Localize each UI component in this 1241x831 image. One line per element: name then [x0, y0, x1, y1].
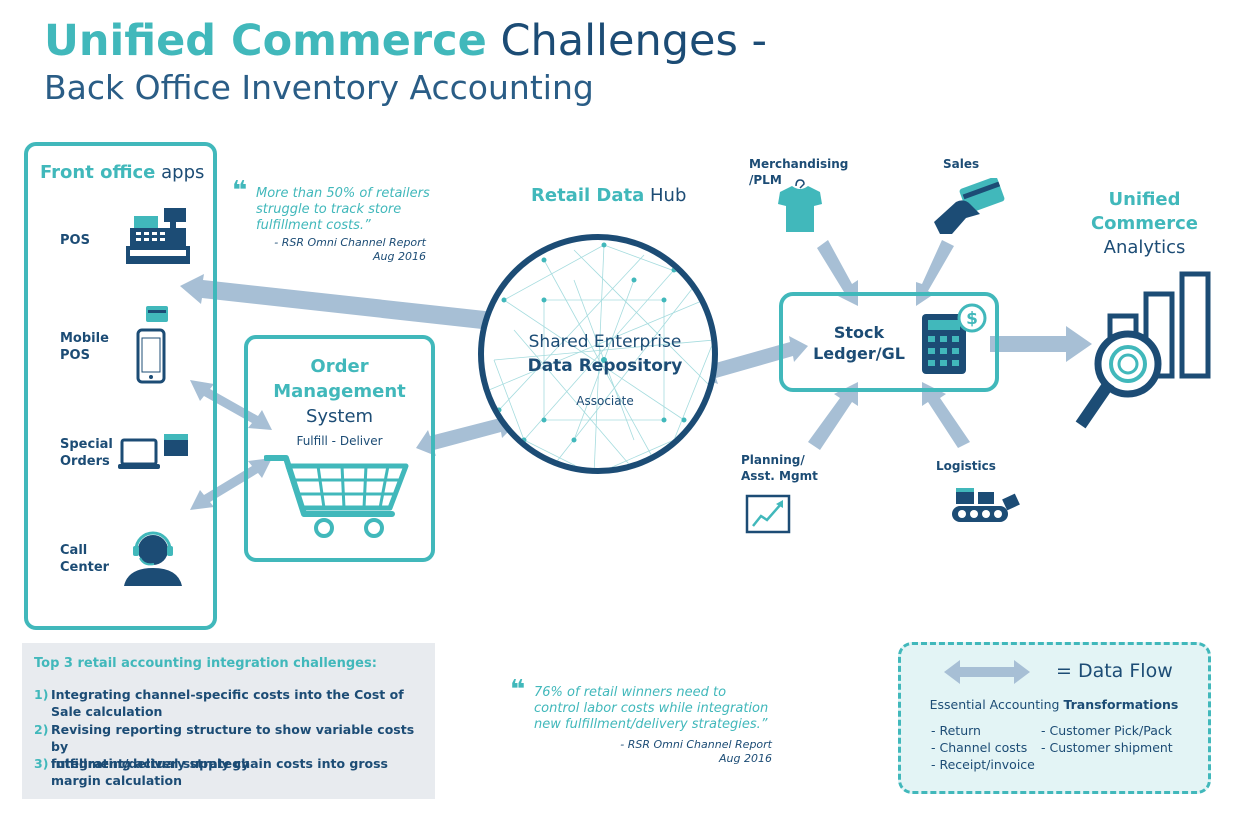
oms-line3: System	[305, 406, 374, 427]
hub-line2: Data Repository	[527, 356, 683, 376]
legend-item: - Customer shipment	[1041, 740, 1173, 755]
quote-top: ❝ More than 50% of retailers struggle to…	[232, 176, 432, 234]
quote-bottom-text: 76% of retail winners need to control la…	[534, 685, 769, 732]
growth-chart-icon	[745, 494, 791, 534]
oms-line1: Order	[310, 356, 369, 377]
arrow-pos-repository	[180, 274, 512, 336]
planning-label-line1: Planning/	[741, 453, 805, 467]
analytics-line3: Analytics	[1103, 237, 1186, 258]
arrow-oms-repository	[416, 412, 518, 456]
legend-item: - Return	[931, 723, 981, 738]
merch-label: Merchandising /PLM	[749, 156, 848, 188]
arrow-callcenter-oms	[190, 458, 272, 510]
app-label-special-orders: Special Orders	[60, 437, 113, 469]
arrow-merch-ledger	[817, 240, 858, 306]
quote-top-source: - RSR Omni Channel Report Aug 2016	[250, 236, 426, 264]
double-arrow-icon	[944, 660, 1030, 684]
merch-label-line2: /PLM	[749, 173, 782, 187]
challenge-item: 1) Integrating channel-specific costs in…	[34, 686, 429, 720]
front-office-title: Front office apps	[40, 162, 204, 183]
challenge-number: 2)	[34, 722, 49, 737]
quote-bottom-source-line2: Aug 2016	[719, 752, 772, 765]
quote-top-source-line2: Aug 2016	[373, 250, 426, 263]
hub-title-rest: Hub	[650, 185, 687, 206]
app-label-call-center: Call Center	[60, 543, 110, 575]
planning-label-line2: Asst. Mgmt	[741, 469, 818, 483]
challenge-item: 2) Revising reporting structure to show …	[34, 721, 429, 772]
logistics-label: Logistics	[936, 459, 996, 473]
challenge-text-line2: Sale calculation	[51, 704, 163, 719]
quote-top-source-line1: - RSR Omni Channel Report	[274, 236, 426, 249]
challenge-text-line1: Integrating actual supply chain costs in…	[51, 756, 388, 771]
credit-card-hand-icon	[934, 178, 1005, 234]
legend-essential: Essential Accounting Transformations	[904, 697, 1204, 712]
legend-essential-text: Essential Accounting	[929, 697, 1060, 712]
arrow-logistics-ledger	[922, 382, 970, 448]
analytics-line2: Commerce	[1090, 213, 1199, 234]
quote-bottom-source: - RSR Omni Channel Report Aug 2016	[560, 738, 772, 766]
quote-mark-icon: ❝	[510, 675, 526, 705]
app-label-pos: POS	[60, 233, 90, 248]
arrow-planning-ledger	[808, 382, 858, 450]
oms-line4: Fulfill - Deliver	[296, 434, 383, 448]
stock-ledger-box	[779, 292, 999, 392]
planning-label: Planning/ Asst. Mgmt	[741, 452, 818, 484]
order-management-box	[244, 335, 435, 562]
front-office-title-rest: apps	[161, 162, 205, 183]
hub-line1: Shared Enterprise	[528, 332, 682, 352]
hub-title: Retail Data Hub	[531, 185, 686, 206]
quote-top-text: More than 50% of retailers struggle to t…	[256, 186, 430, 233]
sales-label: Sales	[943, 157, 980, 171]
merch-label-line1: Merchandising	[749, 157, 849, 171]
analytics-magnifier-icon	[1075, 271, 1211, 429]
conveyor-boxes-icon	[952, 488, 1020, 522]
quote-bottom: ❝ 76% of retail winners need to control …	[510, 675, 775, 733]
page-subtitle: Back Office Inventory Accounting	[44, 68, 594, 107]
calculator-icon: $	[922, 303, 987, 374]
legend-item: - Customer Pick/Pack	[1041, 723, 1172, 738]
arrow-mobile-oms	[190, 380, 272, 430]
legend-item: - Channel costs	[931, 740, 1028, 755]
analytics-line1: Unified	[1108, 189, 1181, 210]
legend-item: - Receipt/invoice	[931, 757, 1035, 772]
title-bold: Unified Commerce	[44, 16, 487, 66]
front-office-title-bold: Front office	[40, 162, 156, 183]
shirt-icon	[778, 179, 822, 232]
quote-mark-icon: ❝	[232, 176, 248, 206]
cash-register-icon	[126, 208, 190, 264]
challenge-text-line1: Revising reporting structure to show var…	[51, 722, 415, 754]
arrow-ledger-analytics	[990, 326, 1092, 362]
arrow-sales-ledger	[916, 240, 954, 306]
ledger-line2: Ledger/GL	[813, 344, 905, 363]
challenge-text-line1: Integrating channel-specific costs into …	[51, 687, 404, 702]
ledger-line1: Stock	[833, 323, 885, 342]
page-title: Unified Commerce Challenges -	[44, 16, 767, 66]
challenge-text-line2: fulfillment/delivery strategy	[51, 756, 250, 771]
title-rest: Challenges -	[500, 16, 768, 66]
legend-transformations: Transformations	[1063, 697, 1179, 712]
analytics-title: Unified Commerce Analytics	[1082, 188, 1207, 260]
challenge-item: 3) Integrating actual supply chain costs…	[34, 755, 429, 789]
challenge-number: 1)	[34, 687, 49, 702]
shopping-cart-icon	[264, 455, 409, 538]
front-office-panel	[24, 142, 217, 630]
headset-agent-icon	[124, 531, 182, 586]
oms-line2: Management	[273, 381, 406, 402]
challenge-number: 3)	[34, 756, 49, 771]
challenges-title: Top 3 retail accounting integration chal…	[34, 656, 377, 671]
hub-line3: Associate	[576, 394, 634, 408]
hub-title-bold: Retail Data	[531, 185, 645, 206]
app-label-mobile-pos: Mobile POS	[60, 331, 109, 363]
svg-text:$: $	[966, 309, 978, 329]
laptop-package-icon	[118, 434, 188, 469]
legend-flow-label: = Data Flow	[1056, 660, 1173, 682]
quote-bottom-source-line1: - RSR Omni Channel Report	[620, 738, 772, 751]
challenges-panel	[22, 643, 435, 799]
mobile-pos-icon	[136, 306, 168, 384]
legend-panel	[898, 642, 1211, 794]
challenge-text-line2: margin calculation	[51, 773, 183, 788]
data-repository-circle	[478, 234, 718, 474]
